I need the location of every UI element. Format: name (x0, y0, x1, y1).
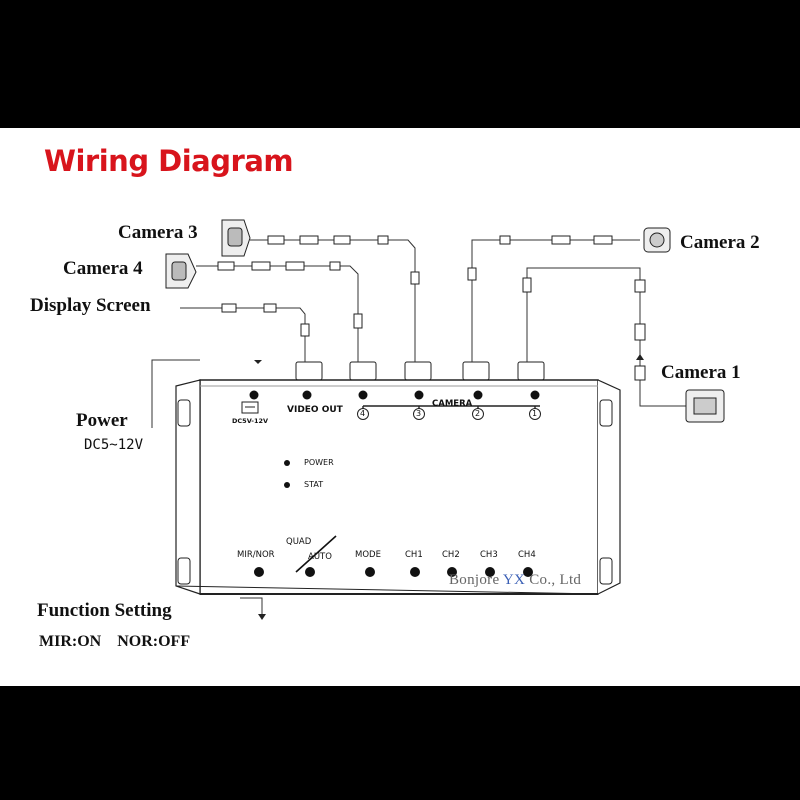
port-number-circles (357, 408, 541, 420)
device-body (175, 379, 621, 595)
auto-button-label: AUTO (308, 552, 332, 562)
function-setting-note: MIR:ON NOR:OFF (39, 633, 191, 650)
camera-2-icon (643, 227, 671, 253)
diagram-panel: Wiring Diagram (0, 128, 800, 686)
port-number-2: 2 (475, 409, 481, 418)
display-screen-label: Display Screen (30, 295, 151, 316)
port-dots (249, 390, 540, 577)
port-number-3: 3 (416, 409, 422, 418)
camera-3-label: Camera 3 (118, 222, 198, 243)
camera-4-label: Camera 4 (63, 258, 143, 279)
camera-header-label: CAMERA (432, 399, 473, 409)
quad-label: QUAD (286, 537, 312, 547)
camera-1-icon (685, 389, 725, 423)
mir-nor-button-label: MIR/NOR (237, 550, 275, 560)
camera-2-label: Camera 2 (680, 232, 760, 253)
function-setting-label: Function Setting (37, 600, 172, 621)
dc-jack-icon (241, 401, 259, 414)
power-indicator-label: POWER (304, 458, 334, 467)
watermark: Bonjore YX Co., Ltd (449, 572, 581, 589)
ch1-button-label: CH1 (405, 550, 423, 560)
camera-4-icon (165, 253, 197, 289)
mode-button-label: MODE (355, 550, 381, 560)
camera-3-icon (221, 219, 251, 257)
watermark-accent: YX (502, 572, 526, 588)
ch3-button-label: CH3 (480, 550, 498, 560)
top-connectors (295, 361, 545, 381)
dc-label: DC5V-12V (232, 417, 269, 425)
quad-auto-slash (295, 535, 337, 573)
power-spec: DC5~12V (84, 437, 144, 453)
ch2-button-label: CH2 (442, 550, 460, 560)
video-out-label: VIDEO OUT (287, 405, 343, 415)
camera-1-label: Camera 1 (661, 362, 741, 383)
arrows (254, 354, 644, 620)
stat-indicator-label: STAT (304, 480, 324, 489)
cable-plugs (217, 235, 646, 381)
wiring-diagram-drawing (151, 219, 725, 620)
watermark-after: Co., Ltd (525, 572, 582, 588)
port-number-1: 1 (532, 409, 538, 418)
port-number-4: 4 (360, 409, 366, 418)
watermark-before: Bonjore (449, 572, 503, 588)
ch4-button-label: CH4 (518, 550, 536, 560)
diagram-title: Wiring Diagram (44, 144, 294, 178)
power-label: Power (76, 410, 128, 431)
